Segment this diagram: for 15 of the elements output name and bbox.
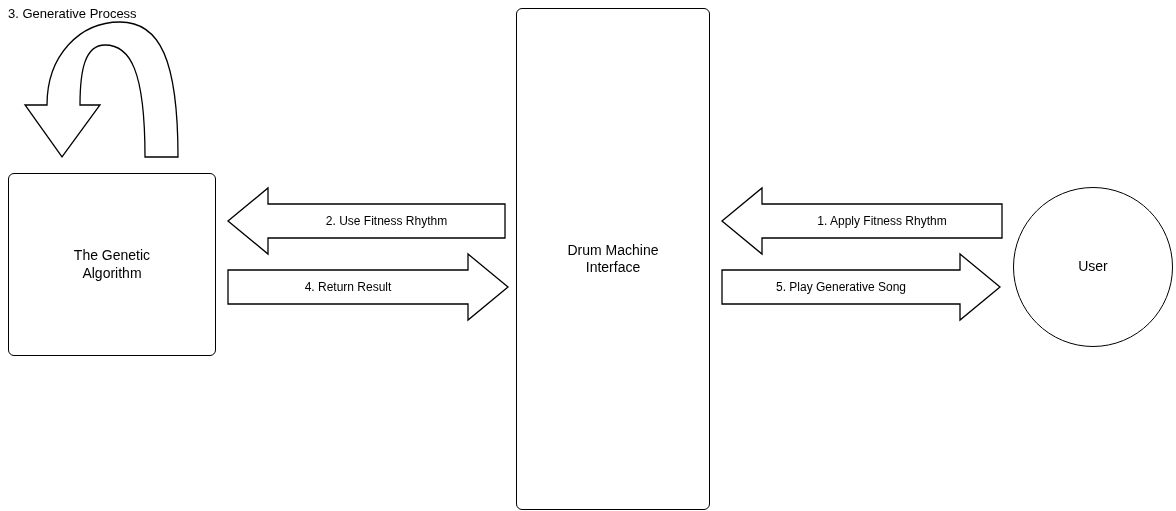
node-label: User: [1078, 258, 1108, 276]
block-arrow: [721, 252, 1002, 322]
process-label: 3. Generative Process: [8, 6, 137, 21]
process-box: [516, 8, 710, 510]
process-box: [8, 173, 216, 356]
edge-label: 5. Play Generative Song: [775, 280, 907, 294]
block-arrow: [720, 186, 1003, 256]
block-arrow: [227, 252, 510, 322]
block-arrow: [24, 21, 179, 158]
edge-label: 2. Use Fitness Rhythm: [325, 214, 448, 228]
edge-label: 1. Apply Fitness Rhythm: [817, 214, 947, 228]
edge-label: 4. Return Result: [304, 280, 392, 294]
node-label: Drum Machine Interface: [566, 241, 660, 277]
node-label: The Genetic Algorithm: [72, 247, 152, 282]
block-arrow: [226, 186, 506, 256]
